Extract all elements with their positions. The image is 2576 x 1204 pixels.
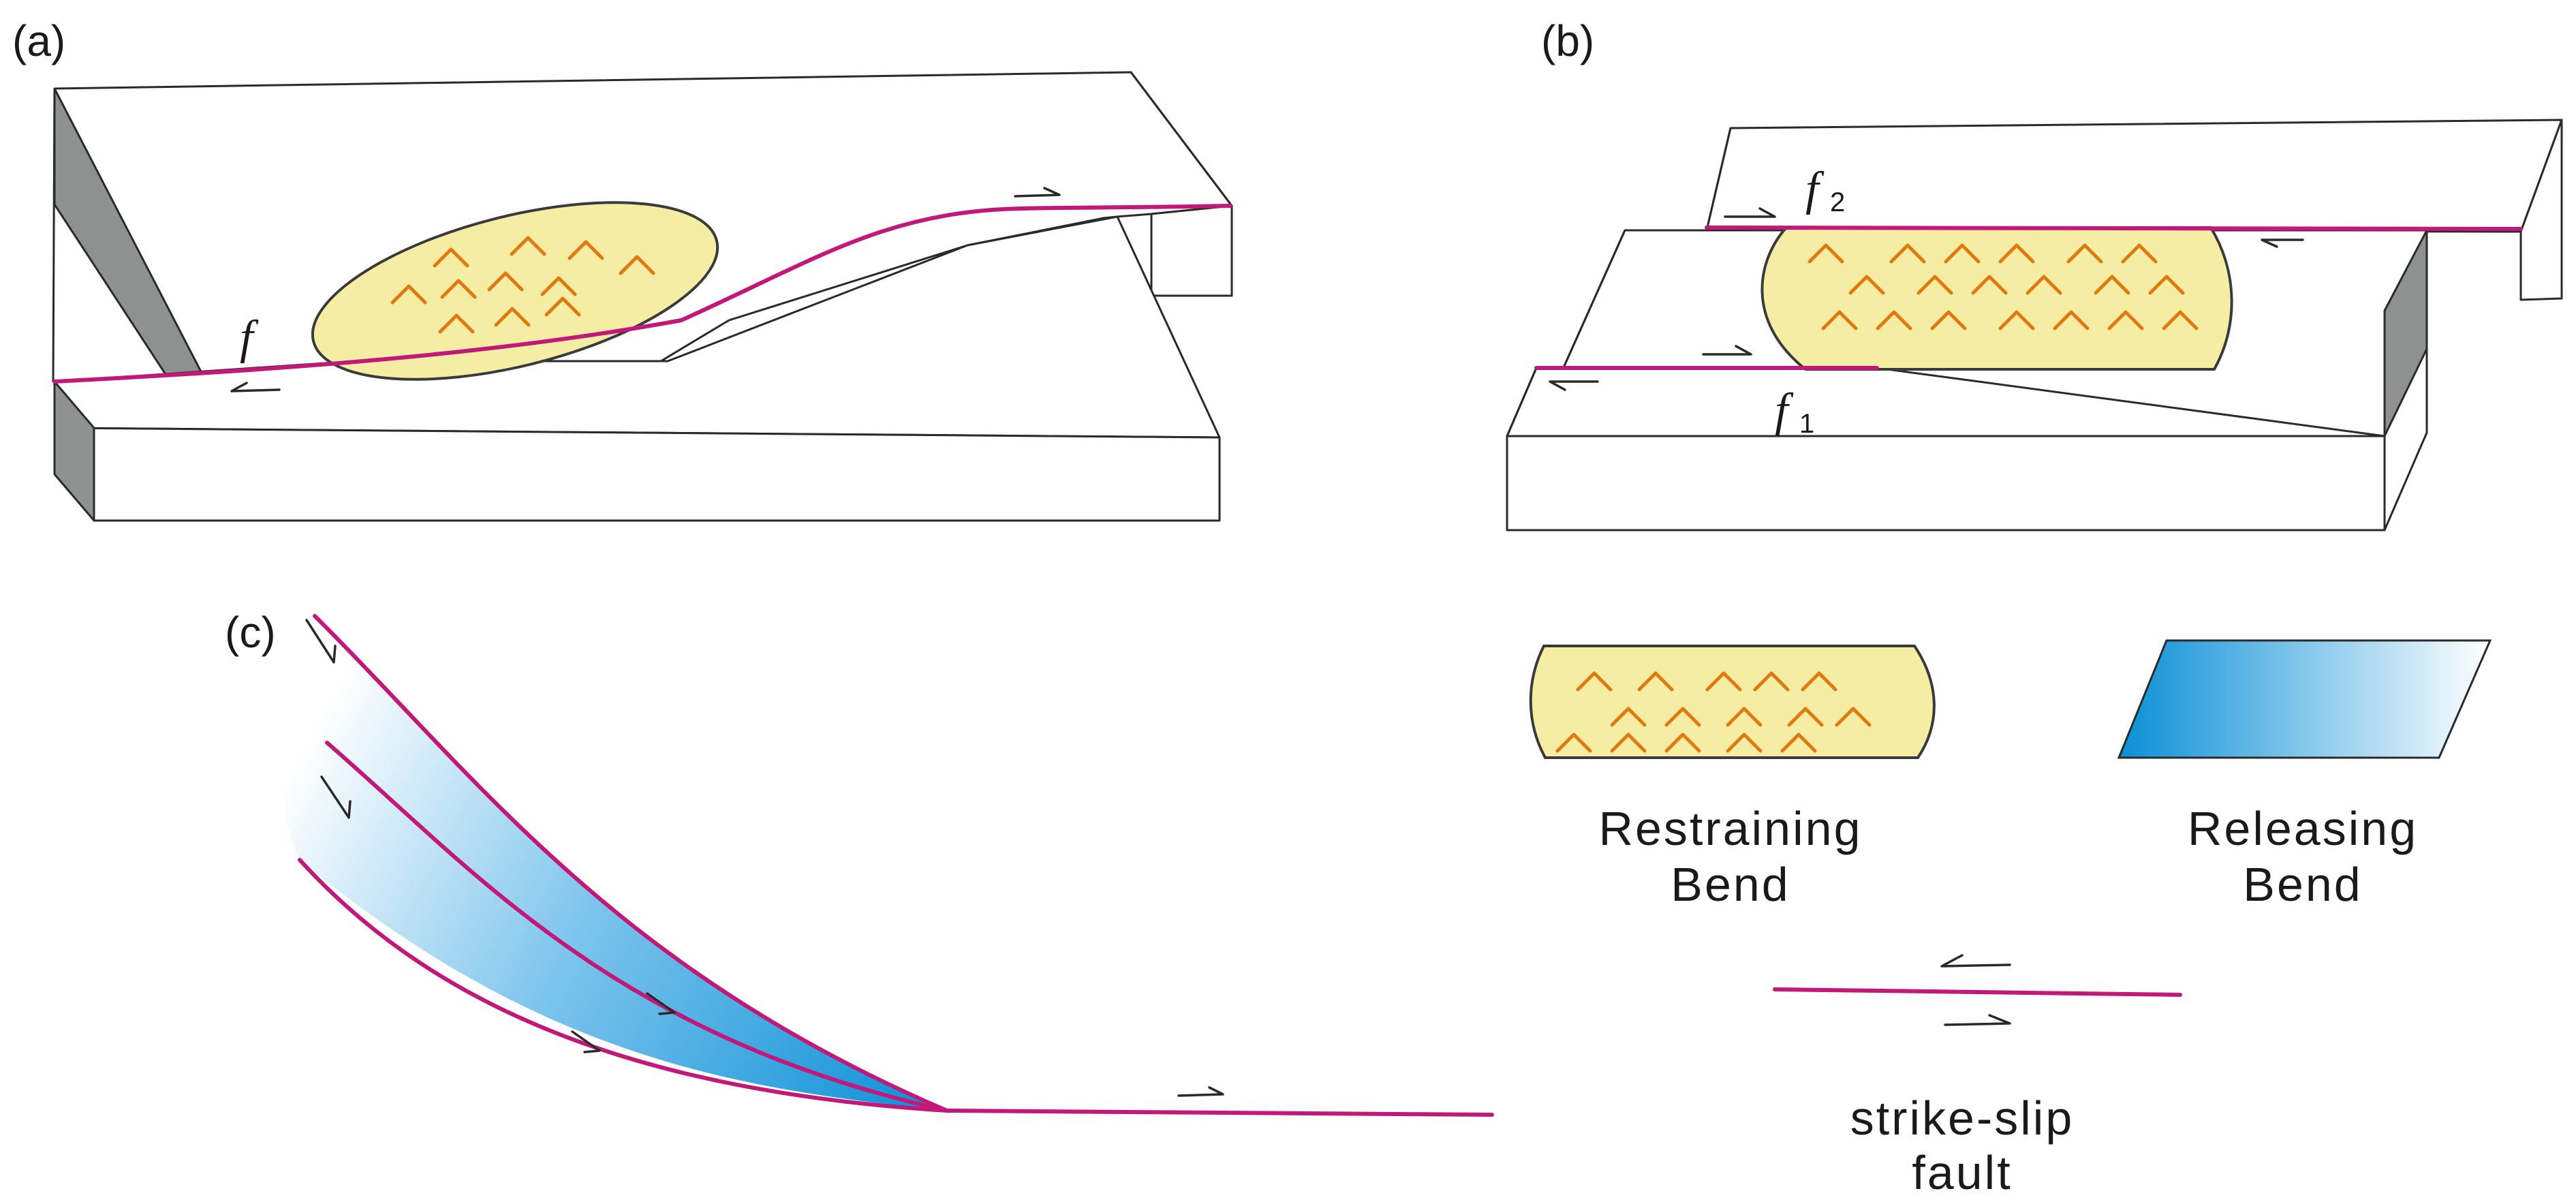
legend-releasing-swatch xyxy=(2117,639,2492,759)
half-arrow-icon xyxy=(230,382,281,392)
half-arrow-icon xyxy=(305,619,337,664)
half-arrow-icon xyxy=(1702,345,1752,356)
fault-label-f1-sub: 1 xyxy=(1799,409,1814,439)
legend-fault-line xyxy=(1773,987,2182,997)
legend-fault-label: strike-slip xyxy=(1850,1092,2075,1145)
half-arrow-icon xyxy=(320,775,352,819)
half-arrow-icon xyxy=(1940,954,2011,968)
legend: Restraining Bend Releasing Bend strike-s… xyxy=(1529,639,2492,1199)
legend-fault-label-2: fault xyxy=(1912,1146,2012,1199)
fault-label-f2-sub: 2 xyxy=(1830,187,1845,217)
restraining-bend-b xyxy=(1760,226,2233,371)
releasing-bend-fill xyxy=(285,616,947,1111)
fault-strand-c3 xyxy=(298,858,949,1113)
legend-restraining-label: Restraining xyxy=(1598,802,1862,855)
half-arrow-icon xyxy=(1724,207,1776,218)
fault-trace-f2 xyxy=(1705,226,2523,231)
panel-b: (b) xyxy=(1506,16,2563,531)
fault-strand-c1 xyxy=(313,614,949,1113)
restraining-bend-a xyxy=(311,201,719,381)
half-arrow-icon xyxy=(1944,1014,2011,1026)
legend-restraining-swatch xyxy=(1529,645,1936,759)
half-arrow-icon xyxy=(1177,1086,1224,1097)
half-arrow-icon xyxy=(1549,380,1599,391)
half-arrow-icon xyxy=(571,1030,601,1053)
half-arrow-icon xyxy=(1014,187,1061,198)
fault-strand-c-main xyxy=(945,1109,1494,1117)
panel-b-label: (b) xyxy=(1541,16,1594,65)
panel-c: (c) xyxy=(225,608,1494,1117)
half-arrow-icon xyxy=(646,992,676,1015)
legend-restraining-label-2: Bend xyxy=(1671,858,1790,911)
panel-c-label: (c) xyxy=(225,608,276,657)
fault-trace-a xyxy=(52,204,1232,384)
legend-releasing-label: Releasing xyxy=(2188,802,2418,855)
back-block-b xyxy=(1705,119,2563,301)
legend-releasing-label-2: Bend xyxy=(2243,858,2362,911)
panel-a-label: (a) xyxy=(12,16,65,65)
lower-block-a xyxy=(53,215,1221,522)
panel-a: (a) xyxy=(12,16,1233,522)
fault-strand-c2 xyxy=(325,741,949,1113)
half-arrow-icon xyxy=(2261,238,2304,248)
